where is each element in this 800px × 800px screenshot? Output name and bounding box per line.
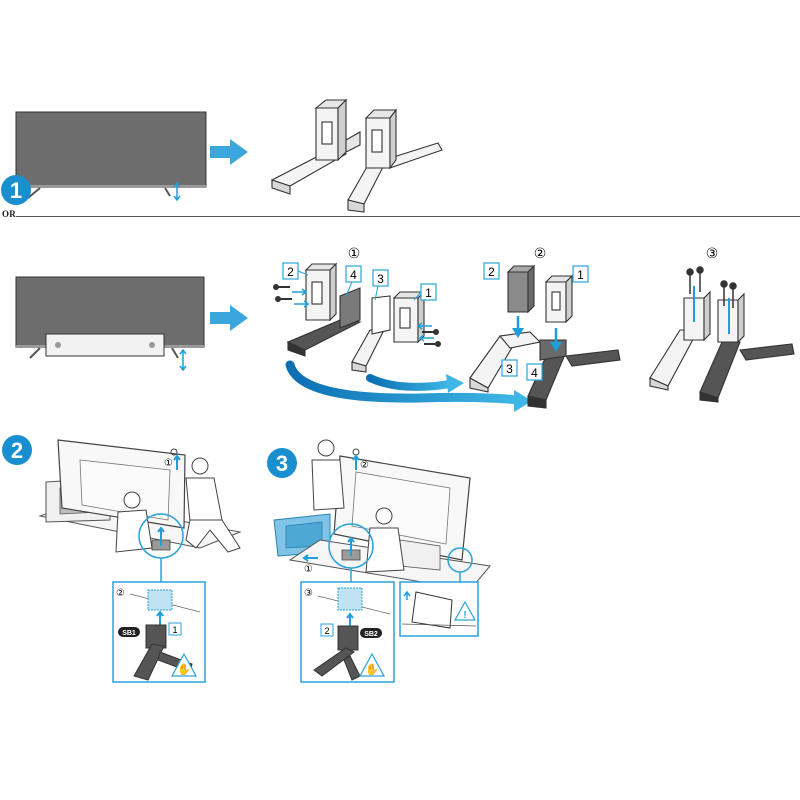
sub-step-1-label: ①: [348, 246, 361, 262]
svg-text:4: 4: [531, 366, 538, 380]
step-3-badge: 3: [267, 448, 297, 478]
svg-text:2: 2: [488, 265, 495, 279]
svg-text:3: 3: [506, 362, 513, 376]
svg-text:②: ②: [360, 460, 369, 471]
svg-text:SB2: SB2: [364, 631, 378, 638]
callout-2: 2: [282, 262, 309, 280]
svg-text:4: 4: [350, 268, 357, 282]
svg-text:①: ①: [164, 458, 173, 469]
svg-text:2: 2: [324, 626, 329, 636]
warning-triangle-icon: ✋: [358, 652, 386, 677]
person-icon: [311, 439, 405, 573]
sub-step-3-label: ③: [706, 246, 719, 262]
svg-text:1: 1: [577, 268, 584, 282]
arrow-right-icon: [210, 305, 248, 331]
curved-arrow-icon: [366, 374, 454, 391]
sb2-label: SB2: [360, 628, 382, 638]
sub-step-3-parts: [649, 290, 795, 403]
warning-triangle-icon: ✋: [170, 652, 198, 677]
svg-text:1: 1: [425, 286, 432, 300]
screws: [273, 284, 441, 347]
section-divider: [16, 216, 800, 217]
step-1-badge: 1: [1, 175, 31, 205]
callout-4: 4: [345, 265, 362, 297]
tv-panel-a: [15, 111, 207, 188]
screw-arrows: [693, 286, 730, 334]
height-arrow-icon: [173, 181, 181, 202]
arrow-right-icon: [210, 139, 248, 165]
svg-text:!: !: [463, 610, 466, 621]
sub-step-2-label: ②: [534, 246, 547, 262]
svg-text:①: ①: [304, 564, 313, 575]
insert-arrows: [292, 288, 434, 342]
svg-text:3: 3: [276, 451, 288, 476]
callout-1: 1: [168, 622, 182, 636]
step-2-badge: 2: [2, 435, 32, 465]
height-arrow-icon: [179, 348, 187, 372]
svg-text:2: 2: [287, 265, 294, 279]
curved-arrow-icon: [285, 360, 523, 405]
callout-2: 2: [483, 262, 500, 280]
or-separator-label: OR: [2, 209, 16, 219]
soundbar: [45, 333, 165, 357]
callout-4: 4: [526, 363, 543, 381]
step-1-option-a: 1: [1, 98, 443, 213]
screws-vertical: [686, 266, 737, 308]
step-3: 3 ② ① ③: [267, 439, 491, 683]
callout-1: 1: [572, 265, 589, 283]
svg-text:1: 1: [10, 178, 22, 203]
callout-1: 1: [413, 283, 437, 301]
svg-text:✋: ✋: [177, 663, 191, 676]
svg-text:3: 3: [377, 272, 384, 286]
step-2: 2 ① ② SB1: [2, 435, 242, 683]
callout-2: 2: [320, 623, 334, 637]
svg-text:2: 2: [11, 438, 23, 463]
sub-step-2-parts: [469, 264, 621, 409]
sub-step-1-parts: [286, 262, 426, 373]
warning-triangle-icon: !: [453, 600, 477, 621]
svg-text:②: ②: [116, 588, 125, 599]
svg-text:SB1: SB1: [122, 630, 136, 637]
step-1-option-b: 2 4 3 1 ① ②: [15, 246, 795, 412]
down-arrow-icon: [512, 316, 562, 352]
callout-3: 3: [501, 359, 518, 377]
svg-text:✋: ✋: [365, 663, 379, 676]
svg-text:③: ③: [304, 588, 313, 599]
callout-3: 3: [372, 269, 389, 301]
svg-text:1: 1: [172, 625, 177, 635]
sb1-label: SB1: [118, 627, 140, 637]
stand-legs-a: [270, 98, 443, 213]
